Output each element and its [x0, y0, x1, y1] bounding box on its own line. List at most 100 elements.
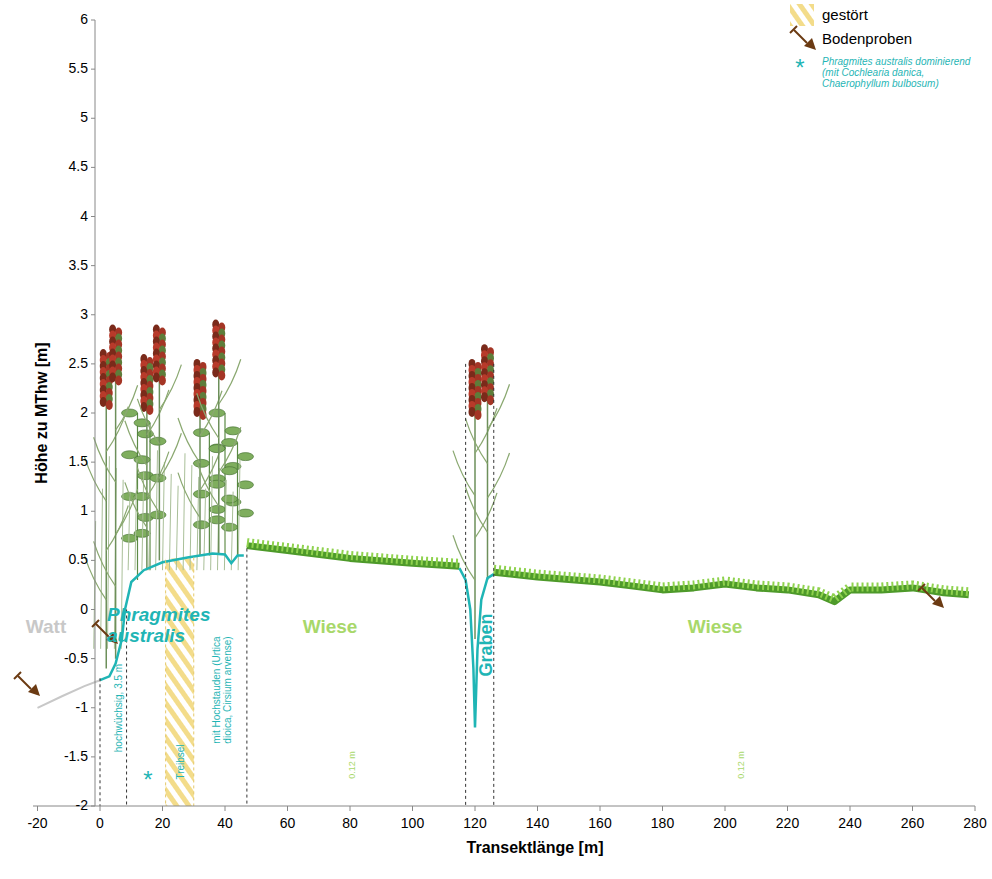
- reed-plume: [159, 375, 166, 385]
- zone-label: Treibsel: [175, 744, 186, 779]
- tick-label: 80: [342, 816, 358, 831]
- y-tick: [91, 167, 95, 168]
- reed-leaf: [453, 535, 475, 580]
- x-tick: [787, 806, 788, 811]
- soil-sample-icon: [92, 620, 99, 627]
- reed-stem: [199, 404, 201, 556]
- tick-label: 0.5: [69, 553, 88, 568]
- x-tick: [287, 806, 288, 811]
- x-tick: [37, 806, 38, 811]
- tick-label: 40: [217, 816, 233, 831]
- reed-leaf: [219, 427, 241, 472]
- reed-leaf: [159, 433, 181, 478]
- reed-grass: [190, 465, 192, 570]
- reed-leaf: [178, 473, 200, 518]
- reed-leaf: [466, 487, 488, 532]
- reed-leaf: [197, 461, 219, 506]
- reed-plume: [100, 397, 107, 407]
- tick-label: 280: [963, 816, 986, 831]
- y-tick: [91, 707, 95, 708]
- zone-boundary: [246, 549, 247, 806]
- y-tick: [91, 314, 95, 315]
- y-tick: [91, 462, 95, 463]
- mudflat-line: [38, 680, 101, 708]
- tick-label: 2.5: [69, 356, 88, 371]
- soil-sample-icon: [28, 684, 40, 696]
- tick-label: 120: [463, 816, 486, 831]
- herb-leaf: [222, 495, 238, 503]
- tick-label: 260: [901, 816, 924, 831]
- reed-grass: [183, 453, 185, 570]
- reed-leaf: [178, 418, 200, 463]
- herb-leaf: [193, 459, 209, 467]
- soil-sample-icon: [790, 26, 797, 33]
- reed-plume: [475, 410, 482, 420]
- reed-plume: [106, 400, 113, 410]
- reed-plume: [481, 392, 488, 402]
- axis-title: Höhe zu MThw [m]: [33, 342, 51, 483]
- reed-leaf: [147, 452, 169, 497]
- axis-title: Transektlänge [m]: [467, 839, 604, 857]
- x-tick: [850, 806, 851, 811]
- zone-label: *: [143, 767, 152, 793]
- soil-sample-icon: [932, 596, 944, 608]
- tick-label: 5: [80, 111, 88, 126]
- reed-grass: [204, 489, 206, 571]
- legend-text: gestört: [822, 7, 868, 24]
- zone-label: Wiese: [303, 617, 358, 638]
- y-tick: [91, 658, 95, 659]
- tick-label: 0: [96, 816, 104, 831]
- reed-stem: [159, 369, 161, 560]
- legend-text: Phragmites australis dominierend (mit Co…: [822, 56, 987, 89]
- herb-leaf: [209, 445, 225, 453]
- reed-plume: [153, 372, 160, 382]
- tick-label: 100: [401, 816, 424, 831]
- zone-boundary: [100, 678, 101, 806]
- tick-label: 240: [838, 816, 861, 831]
- reed-grass: [231, 492, 233, 571]
- grass-blades: [247, 543, 460, 564]
- x-tick: [912, 806, 913, 811]
- reed-leaf: [197, 393, 219, 438]
- y-tick: [91, 806, 95, 807]
- tick-label: 3.5: [69, 258, 88, 273]
- reed-grass: [176, 486, 178, 570]
- reed-plume: [115, 375, 122, 385]
- x-tick: [975, 806, 976, 811]
- grass-blades: [494, 569, 969, 598]
- x-tick: [350, 806, 351, 811]
- y-tick: [91, 118, 95, 119]
- tick-label: 20: [155, 816, 171, 831]
- tick-label: 5.5: [69, 61, 88, 76]
- y-tick: [91, 265, 95, 266]
- tick-label: 3: [80, 307, 88, 322]
- soil-sample-icon: [18, 676, 31, 689]
- zone-boundary: [465, 364, 466, 806]
- herb-leaf: [209, 480, 225, 488]
- reed-leaf: [94, 437, 116, 482]
- tick-label: 200: [713, 816, 736, 831]
- reed-grass: [169, 474, 171, 570]
- y-tick: [91, 216, 95, 217]
- tick-label: 140: [526, 816, 549, 831]
- x-tick: [600, 806, 601, 811]
- zone-label: Watt: [26, 617, 66, 638]
- zone-label: mit Hochstauden (Urtica dioica, Cirsium …: [211, 630, 233, 750]
- tick-label: 0: [80, 602, 88, 617]
- x-tick: [162, 806, 163, 811]
- y-tick: [91, 363, 95, 364]
- x-tick: [725, 806, 726, 811]
- herb-leaf: [222, 467, 238, 475]
- reed-grass: [238, 459, 240, 570]
- reed-leaf: [488, 384, 510, 429]
- tick-label: -2: [76, 798, 88, 813]
- soil-sample-icon: [918, 584, 925, 591]
- zone-label: hochwüchsig, 3.5 m: [113, 664, 124, 752]
- reed-leaf: [219, 359, 241, 404]
- reed-grass: [163, 462, 165, 570]
- zone-boundary: [193, 557, 194, 806]
- tick-label: -1: [76, 700, 88, 715]
- reed-stem: [218, 365, 220, 554]
- disturbed-zone: [166, 558, 194, 806]
